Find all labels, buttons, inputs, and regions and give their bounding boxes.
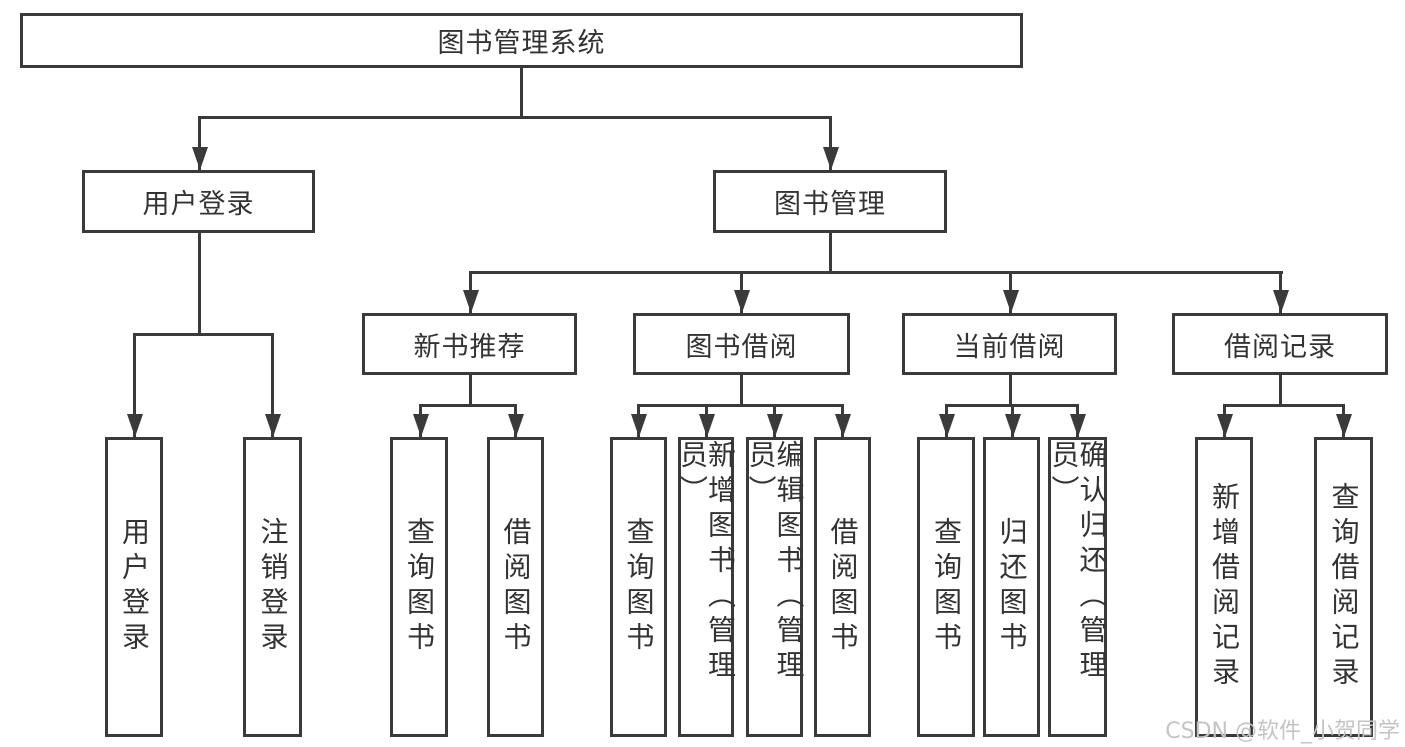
arrow-to-logout-leaf [271, 335, 274, 437]
leaf-recommend-query-books: 查询图书 [390, 437, 448, 737]
node-book-borrow: 图书借阅 [633, 313, 850, 375]
leaf-current-query-books: 查询图书 [917, 437, 975, 737]
node-user-login: 用户登录 [82, 170, 315, 233]
leaf-confirm-return-admin: 确认归还（管理员） [1047, 437, 1109, 737]
arrow-book-borrow-child-2 [705, 406, 708, 437]
leaf-label: 新增图书（管理员） [676, 440, 737, 685]
connector-new-book-stem [469, 375, 472, 406]
leaf-add-books-admin: 新增图书（管理员） [676, 437, 737, 737]
connector-user-login-stem [198, 233, 201, 335]
arrow-to-current-borrow [1009, 273, 1012, 313]
arrow-to-user-login [198, 118, 201, 170]
arrow-current-borrow-child-2 [1011, 406, 1014, 437]
leaf-label: 借阅图书 [826, 517, 860, 657]
leaf-user-login: 用户登录 [105, 437, 163, 737]
leaf-label: 编辑图书（管理员） [744, 440, 806, 685]
connector-root-bar [198, 116, 832, 119]
leaf-edit-books-admin: 编辑图书（管理员） [744, 437, 806, 737]
arrow-new-book-child-2 [514, 406, 517, 437]
leaf-label: 查询图书 [930, 517, 963, 657]
leaf-label: 查询图书 [622, 517, 656, 657]
arrow-to-borrow-records [1279, 273, 1282, 313]
connector-borrow-records-stem [1279, 375, 1282, 406]
node-library-management-system: 图书管理系统 [20, 13, 1023, 68]
arrow-book-borrow-child-4 [841, 406, 844, 437]
connector-book-management-bar [469, 271, 1283, 274]
node-label: 新书推荐 [413, 331, 526, 363]
node-borrow-records: 借阅记录 [1172, 313, 1388, 375]
node-new-book-recommend: 新书推荐 [362, 313, 577, 375]
arrow-to-book-borrow [740, 273, 743, 313]
arrow-borrow-records-child-2 [1342, 406, 1345, 437]
arrow-book-borrow-child-1 [637, 406, 640, 437]
arrow-current-borrow-child-1 [945, 406, 948, 437]
leaf-borrow-query-books: 查询图书 [610, 437, 667, 737]
connector-user-login-bar [133, 333, 274, 336]
leaf-label: 新增借阅记录 [1208, 482, 1241, 692]
connector-book-management-stem [829, 233, 832, 273]
connector-new-book-bar [419, 404, 517, 407]
connector-root-stem [520, 68, 523, 118]
csdn-watermark: CSDN @软件_小贺同学 [1165, 719, 1400, 744]
leaf-return-books: 归还图书 [983, 437, 1040, 737]
node-label: 图书借阅 [685, 331, 798, 363]
leaf-label: 查询借阅记录 [1327, 482, 1361, 692]
node-current-borrow: 当前借阅 [902, 313, 1117, 375]
node-book-management: 图书管理 [713, 170, 947, 233]
leaf-label: 用户登录 [118, 517, 151, 657]
leaf-label: 注销登录 [256, 517, 290, 657]
arrow-to-new-book-recommend [469, 273, 472, 313]
arrow-borrow-records-child-1 [1223, 406, 1226, 437]
node-label: 图书管理系统 [437, 28, 606, 59]
node-label: 用户登录 [142, 189, 255, 220]
leaf-label: 借阅图书 [499, 517, 533, 657]
node-label: 图书管理 [774, 189, 886, 220]
leaf-recommend-borrow-books: 借阅图书 [487, 437, 544, 737]
leaf-logout: 注销登录 [243, 437, 302, 737]
leaf-borrow-books: 借阅图书 [814, 437, 871, 737]
node-label: 借阅记录 [1224, 331, 1336, 363]
connector-current-borrow-stem [1009, 375, 1012, 406]
arrow-current-borrow-child-3 [1076, 406, 1079, 437]
leaf-label: 查询图书 [403, 517, 436, 657]
node-label: 当前借阅 [953, 331, 1066, 363]
leaf-label: 确认归还（管理员） [1047, 440, 1109, 685]
leaf-query-borrow-record: 查询借阅记录 [1314, 437, 1373, 737]
connector-book-borrow-bar [637, 404, 844, 407]
arrow-to-book-management [829, 118, 832, 170]
leaf-label: 归还图书 [995, 517, 1029, 657]
arrow-to-user-login-leaf [133, 335, 136, 437]
connector-book-borrow-stem [740, 375, 743, 406]
connector-borrow-records-bar [1223, 404, 1345, 407]
leaf-add-borrow-record: 新增借阅记录 [1195, 437, 1253, 737]
arrow-book-borrow-child-3 [773, 406, 776, 437]
arrow-new-book-child-1 [419, 406, 422, 437]
